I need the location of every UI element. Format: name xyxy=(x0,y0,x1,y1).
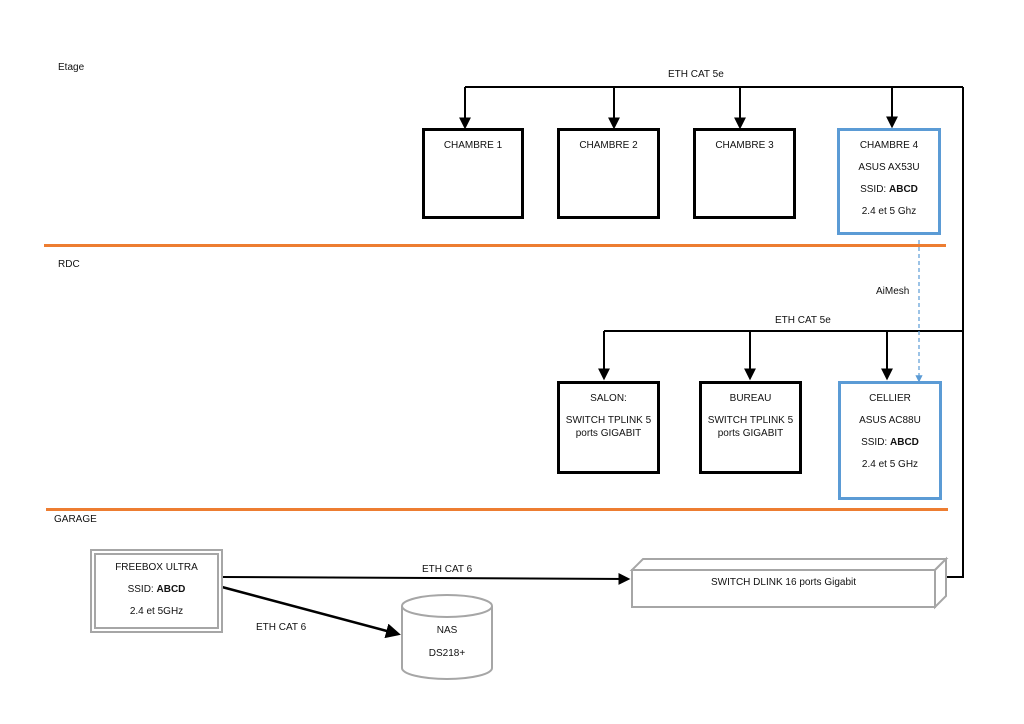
cellier-router-model: ASUS AC88U xyxy=(859,415,921,426)
chambre-4-ssid-label: SSID: xyxy=(860,184,889,195)
room-chambre-2: CHAMBRE 2 xyxy=(557,128,660,219)
room-salon: SALON: SWITCH TPLINK 5 ports GIGABIT xyxy=(557,381,660,474)
bureau-switch-line2: ports GIGABIT xyxy=(717,428,784,439)
salon-switch-line1: SWITCH TPLINK 5 xyxy=(565,415,652,426)
dlink-switch-label: SWITCH DLINK 16 ports Gigabit xyxy=(710,577,857,588)
floor-separator-etage-rdc xyxy=(44,244,946,247)
freebox-nas-eth-label: ETH CAT 6 xyxy=(256,622,307,633)
freebox-bands: 2.4 et 5GHz xyxy=(129,606,184,617)
wire-freebox-switch xyxy=(221,572,631,585)
floor-label-etage: Etage xyxy=(58,62,85,73)
room-chambre-3-label: CHAMBRE 3 xyxy=(715,140,774,151)
cellier-name: CELLIER xyxy=(869,393,911,404)
salon-name: SALON: xyxy=(590,393,627,404)
riser-wire xyxy=(944,87,964,578)
freebox-ultra: FREEBOX ULTRA SSID: ABCD 2.4 et 5GHz xyxy=(90,549,223,633)
freebox-ssid-value: ABCD xyxy=(156,584,186,595)
cellier-ssid: SSID: ABCD xyxy=(841,436,939,449)
room-bureau: BUREAU SWITCH TPLINK 5 ports GIGABIT xyxy=(699,381,802,474)
floor-label-rdc: RDC xyxy=(58,259,80,270)
chambre-4-router-model: ASUS AX53U xyxy=(858,162,920,173)
room-chambre-3: CHAMBRE 3 xyxy=(693,128,796,219)
room-cellier: CELLIER ASUS AC88U SSID: ABCD 2.4 et 5 G… xyxy=(838,381,942,500)
salon-switch-line2: ports GIGABIT xyxy=(575,428,642,439)
etage-eth-label: ETH CAT 5e xyxy=(668,69,724,80)
freebox-name: FREEBOX ULTRA xyxy=(115,562,198,573)
chambre-4-ssid-value: ABCD xyxy=(889,184,918,195)
freebox-ssid: SSID: ABCD xyxy=(96,583,217,596)
chambre-4-ssid: SSID: ABCD xyxy=(840,183,938,196)
chambre-4-bands: 2.4 et 5 Ghz xyxy=(861,206,917,217)
bureau-switch-line1: SWITCH TPLINK 5 xyxy=(707,415,794,426)
freebox-ssid-label: SSID: xyxy=(127,584,157,595)
freebox-switch-eth-label: ETH CAT 6 xyxy=(422,564,473,575)
wire-freebox-nas xyxy=(221,585,401,639)
floor-label-garage: GARAGE xyxy=(54,514,97,525)
nas-name: NAS xyxy=(436,625,458,636)
room-chambre-2-label: CHAMBRE 2 xyxy=(579,140,638,151)
chambre-4-name: CHAMBRE 4 xyxy=(859,140,919,151)
room-chambre-1-label: CHAMBRE 1 xyxy=(443,140,503,151)
floor-separator-rdc-garage xyxy=(46,508,948,511)
dlink-switch-shape xyxy=(629,556,949,610)
nas-cylinder xyxy=(401,594,493,680)
room-chambre-1: CHAMBRE 1 xyxy=(422,128,524,219)
aimesh-label: AiMesh xyxy=(876,286,910,297)
bureau-name: BUREAU xyxy=(729,393,772,404)
cellier-bands: 2.4 et 5 GHz xyxy=(861,459,919,470)
room-chambre-4: CHAMBRE 4 ASUS AX53U SSID: ABCD 2.4 et 5… xyxy=(837,128,941,235)
nas-model: DS218+ xyxy=(428,648,466,659)
cellier-ssid-label: SSID: xyxy=(861,437,890,448)
cellier-ssid-value: ABCD xyxy=(890,437,919,448)
rdc-eth-label: ETH CAT 5e xyxy=(775,315,831,326)
